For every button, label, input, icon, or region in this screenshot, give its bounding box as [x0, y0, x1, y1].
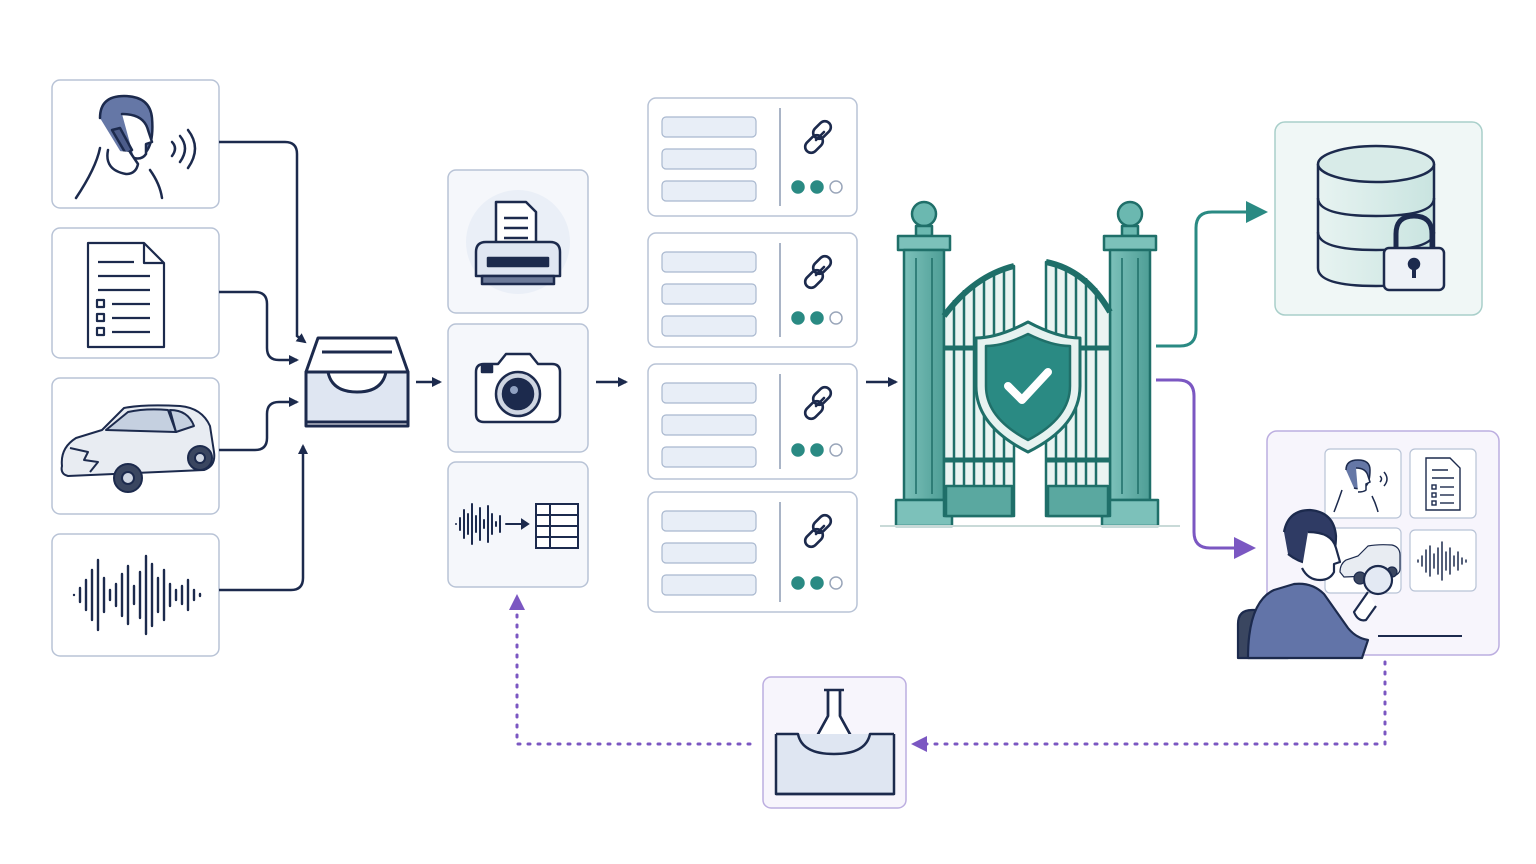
document-scanner-icon [474, 200, 562, 286]
review-thumbnail-form [1409, 448, 1477, 519]
feedback-route-to-processors [509, 594, 752, 746]
confidence-dot-filled [810, 180, 824, 194]
lab-flask-tray-icon [774, 688, 896, 796]
record-card [647, 491, 858, 613]
confidence-dot-filled [810, 311, 824, 325]
source-card-damaged-car [51, 377, 220, 515]
waveform-to-table-icon [455, 503, 579, 549]
route-to-human-review [1156, 378, 1256, 559]
person-on-phone-icon [1333, 459, 1388, 513]
link-icon [803, 254, 833, 290]
review-thumbnail-phone-call [1324, 448, 1402, 519]
feedback-card-training [762, 676, 907, 809]
record-field [661, 510, 757, 532]
feedback-route-from-review [911, 660, 1387, 752]
record-field [661, 574, 757, 596]
source-card-audio [51, 533, 220, 657]
record-field [661, 148, 757, 170]
record-field [661, 542, 757, 564]
record-card [647, 363, 858, 480]
record-field [661, 382, 757, 404]
checklist-document-icon [86, 241, 166, 349]
audio-waveform-icon [1417, 541, 1467, 581]
inbox-tray-icon [304, 336, 410, 428]
route-to-secure-storage [1156, 201, 1268, 348]
camera-icon [474, 352, 562, 424]
confidence-dot-empty [829, 443, 843, 457]
record-card [647, 97, 858, 217]
source-card-phone-call [51, 79, 220, 209]
record-card [647, 232, 858, 348]
validation-gate [880, 200, 1180, 528]
audio-waveform-icon [72, 554, 202, 636]
person-on-phone-icon [74, 94, 197, 200]
confidence-dot-empty [829, 576, 843, 590]
record-field [661, 180, 757, 202]
output-card-secure-storage [1274, 121, 1483, 316]
processor-card-scanner [447, 169, 589, 314]
damaged-car-icon [60, 404, 216, 493]
link-icon [803, 385, 833, 421]
record-field [661, 283, 757, 305]
link-icon [803, 119, 833, 155]
confidence-dot-filled [791, 180, 805, 194]
record-field [661, 116, 757, 138]
record-field [661, 414, 757, 436]
confidence-dot-filled [810, 443, 824, 457]
source-card-form [51, 227, 220, 359]
shield-check-gate-icon [880, 200, 1180, 528]
processor-card-camera [447, 323, 589, 453]
confidence-dot-filled [791, 443, 805, 457]
record-field [661, 251, 757, 273]
output-card-human-review [1236, 430, 1500, 660]
review-thumbnail-audio [1409, 529, 1477, 592]
confidence-dot-empty [829, 180, 843, 194]
record-field [661, 315, 757, 337]
record-field [661, 446, 757, 468]
reviewer-magnifier-icon [1236, 508, 1394, 660]
confidence-dot-filled [810, 576, 824, 590]
confidence-dot-filled [791, 576, 805, 590]
link-icon [803, 513, 833, 549]
checklist-document-icon [1425, 457, 1461, 511]
confidence-dot-empty [829, 311, 843, 325]
record-cards [647, 97, 858, 613]
locked-database-icon [1316, 144, 1446, 292]
confidence-dot-filled [791, 311, 805, 325]
source-connectors [219, 140, 308, 592]
processor-card-transcription [447, 461, 589, 588]
